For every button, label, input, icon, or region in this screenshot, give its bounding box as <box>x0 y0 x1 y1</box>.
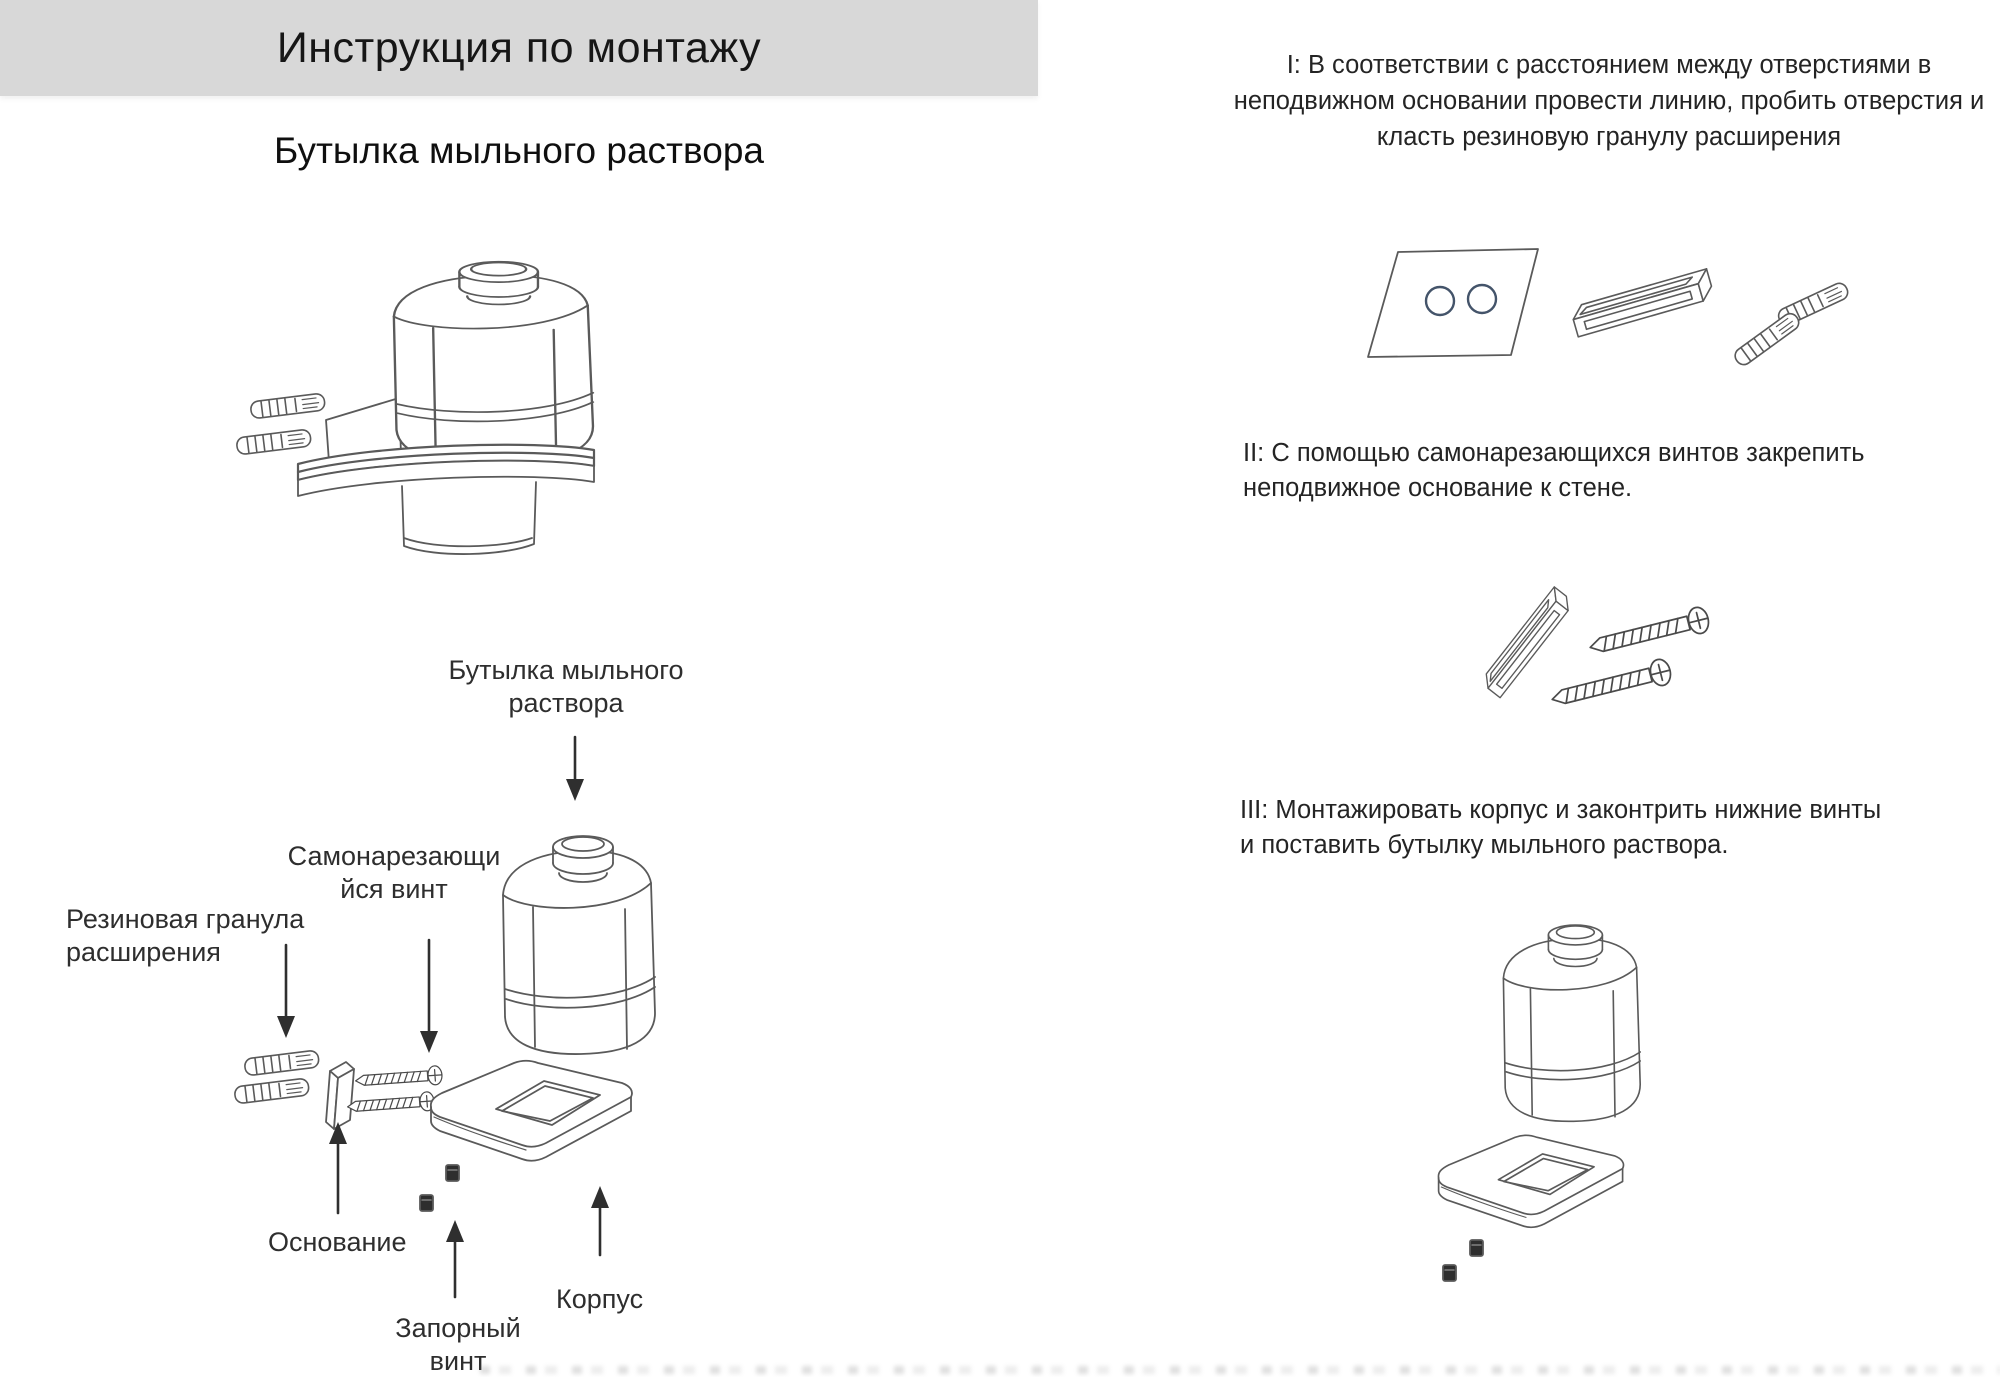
step-2-text: II: С помощью самонарезающихся винтов за… <box>1243 439 1865 502</box>
fixed-base-bracket-drawing <box>1479 586 1576 699</box>
lock-screw-drawing <box>445 1164 460 1182</box>
callout-base: Основание <box>268 1227 407 1257</box>
arrow-down-bottle <box>566 735 584 801</box>
page-title: Инструкция по монтажу <box>276 23 762 72</box>
arrow-down-plug <box>277 943 295 1038</box>
exploded-view-illustration <box>233 735 656 1299</box>
step-3-illustration <box>1437 924 1642 1282</box>
fixed-base-bracket-drawing <box>1569 267 1716 338</box>
wall-plug-drawing <box>249 392 327 420</box>
page-bottom-artifact <box>480 1366 2000 1374</box>
title-banner: Инструкция по монтажу <box>0 0 1038 96</box>
callout-lock-screw: Запорный винт <box>395 1313 521 1376</box>
product-subtitle: Бутылка мыльного раствора <box>274 130 764 171</box>
soap-bottle-drawing <box>392 260 595 466</box>
wall-plug-drawing <box>243 1049 321 1077</box>
drill-template-plate-drawing <box>1367 248 1539 358</box>
self-tapping-screw-drawing <box>1547 656 1675 714</box>
holder-drawing <box>296 443 596 555</box>
lock-screw-drawing <box>1469 1239 1484 1257</box>
step-1-text: I: В соответствии с расстоянием между от… <box>1233 51 1985 151</box>
arrow-up-lock-screw <box>446 1220 464 1299</box>
base-block-drawing <box>325 1061 355 1130</box>
soap-bottle-drawing <box>1502 924 1642 1123</box>
wall-plug-drawing <box>233 1077 311 1105</box>
callout-expansion-plug: Резиновая гранула расширения <box>66 904 305 967</box>
arrow-up-base <box>329 1122 347 1215</box>
assembled-dispenser-illustration <box>236 260 596 555</box>
arrow-down-screw <box>420 938 438 1053</box>
expansion-plug-drawing <box>1731 309 1803 369</box>
self-tapping-screw-drawing <box>354 1064 444 1092</box>
step-2-illustration <box>1479 586 1713 714</box>
callout-bottle: Бутылка мыльного раствора <box>448 655 684 718</box>
step-1-illustration <box>1367 248 1852 369</box>
callout-body: Корпус <box>556 1284 644 1314</box>
wall-plug-drawing <box>236 428 313 456</box>
step-3-text: III: Монтажировать корпус и законтрить н… <box>1240 796 1882 859</box>
arrow-up-body <box>591 1186 609 1257</box>
soap-bottle-drawing <box>502 835 656 1055</box>
self-tapping-screw-drawing <box>346 1090 436 1118</box>
holder-body-drawing <box>1437 1134 1625 1229</box>
lock-screw-drawing <box>419 1194 434 1212</box>
lock-screw-drawing <box>1442 1264 1457 1282</box>
self-tapping-screw-drawing <box>1585 604 1713 662</box>
callout-self-tapping-screw: Самонарезающи йся винт <box>287 841 501 904</box>
holder-body-drawing <box>429 1059 633 1162</box>
